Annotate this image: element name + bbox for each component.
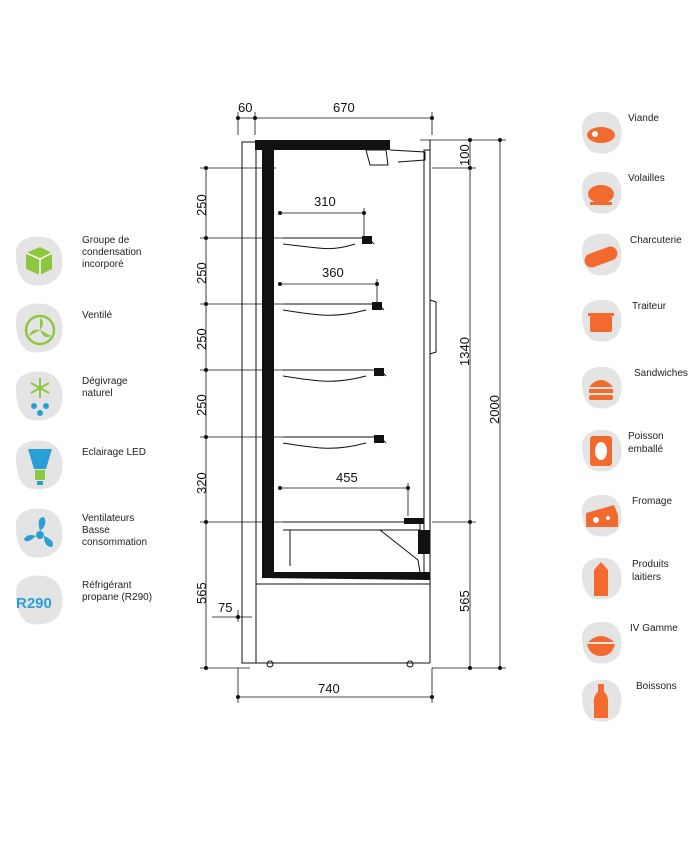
dim-top-left: 60 <box>238 100 252 115</box>
sausage-icon <box>582 233 622 276</box>
box-icon <box>16 236 63 286</box>
product-viande: Viande <box>578 110 695 170</box>
burger-icon <box>582 366 622 409</box>
dim-total-height: 2000 <box>487 395 502 424</box>
dim-bottom-width: 740 <box>318 681 340 696</box>
feature-label: Dégivrage naturel <box>82 376 128 399</box>
product-label: Sandwiches <box>634 368 688 379</box>
fish-pack-icon <box>582 429 622 472</box>
feature-label: Groupe de condensation incorporé <box>82 235 142 270</box>
bottle-icon <box>582 679 622 722</box>
feature-led-lighting: Eclairage LED <box>10 437 210 501</box>
cheese-icon <box>582 494 622 537</box>
product-fromage: Fromage <box>578 493 695 553</box>
product-label: Charcuterie <box>630 235 682 246</box>
feature-label: Ventilé <box>82 310 113 321</box>
dim-left-h5: 320 <box>194 472 209 494</box>
fan-blue-icon <box>16 508 63 558</box>
feature-low-consumption-fans: Ventilateurs Basse consommation <box>10 505 210 569</box>
product-label: Viande <box>628 113 659 124</box>
salad-icon <box>582 621 622 664</box>
feature-label: Eclairage LED <box>82 447 146 458</box>
dim-left-h1: 250 <box>194 194 209 216</box>
milk-carton-icon <box>582 557 622 600</box>
dim-left-h4: 250 <box>194 394 209 416</box>
product-label: Poisson emballé <box>628 431 664 455</box>
svg-text:R290: R290 <box>16 595 52 612</box>
product-label: Traiteur <box>632 301 667 312</box>
product-label: IV Gamme <box>630 623 678 634</box>
feature-condensing-unit: Groupe de condensation incorporé <box>10 233 210 297</box>
product-label: Fromage <box>632 496 673 507</box>
chicken-icon <box>582 171 622 214</box>
snowflake-drops-icon <box>16 371 63 421</box>
dim-right-display: 1340 <box>457 337 472 366</box>
dim-left-h3: 250 <box>194 328 209 350</box>
meat-icon <box>582 111 622 154</box>
product-sandwiches: Sandwiches <box>578 365 695 425</box>
product-poisson: Poisson emballé <box>578 428 695 488</box>
led-bulb-icon <box>16 440 63 490</box>
dim-base-front: 75 <box>218 600 232 615</box>
product-volailles: Volailles <box>578 170 695 230</box>
pot-icon <box>582 299 622 342</box>
r290-icon: R290 <box>16 575 63 625</box>
dim-left-base: 565 <box>194 582 209 604</box>
feature-label: Ventilateurs Basse consommation <box>82 513 148 548</box>
feature-natural-defrost: Dégivrage naturel <box>10 368 210 432</box>
product-label: Produits laitiers <box>632 559 669 583</box>
fan-icon <box>16 303 63 353</box>
product-charcuterie: Charcuterie <box>578 232 695 292</box>
product-iv-gamme: IV Gamme <box>578 620 695 680</box>
dim-top-width: 670 <box>333 100 355 115</box>
dim-left-h2: 250 <box>194 262 209 284</box>
product-label: Boissons <box>636 681 677 692</box>
feature-ventilated: Ventilé <box>10 300 210 364</box>
dim-base-depth: 455 <box>336 470 358 485</box>
dim-shelf1-depth: 310 <box>314 194 336 209</box>
dim-right-base: 565 <box>457 590 472 612</box>
dim-right-top: 100 <box>457 144 472 166</box>
dim-shelf2-depth: 360 <box>322 265 344 280</box>
product-traiteur: Traiteur <box>578 298 695 358</box>
feature-label: Réfrigérant propane (R290) <box>82 580 153 603</box>
product-produits-laitiers: Produits laitiers <box>578 556 695 616</box>
feature-r290: R290 Réfrigérant propane (R290) <box>10 572 210 636</box>
product-label: Volailles <box>628 173 665 184</box>
product-boissons: Boissons <box>578 678 695 738</box>
